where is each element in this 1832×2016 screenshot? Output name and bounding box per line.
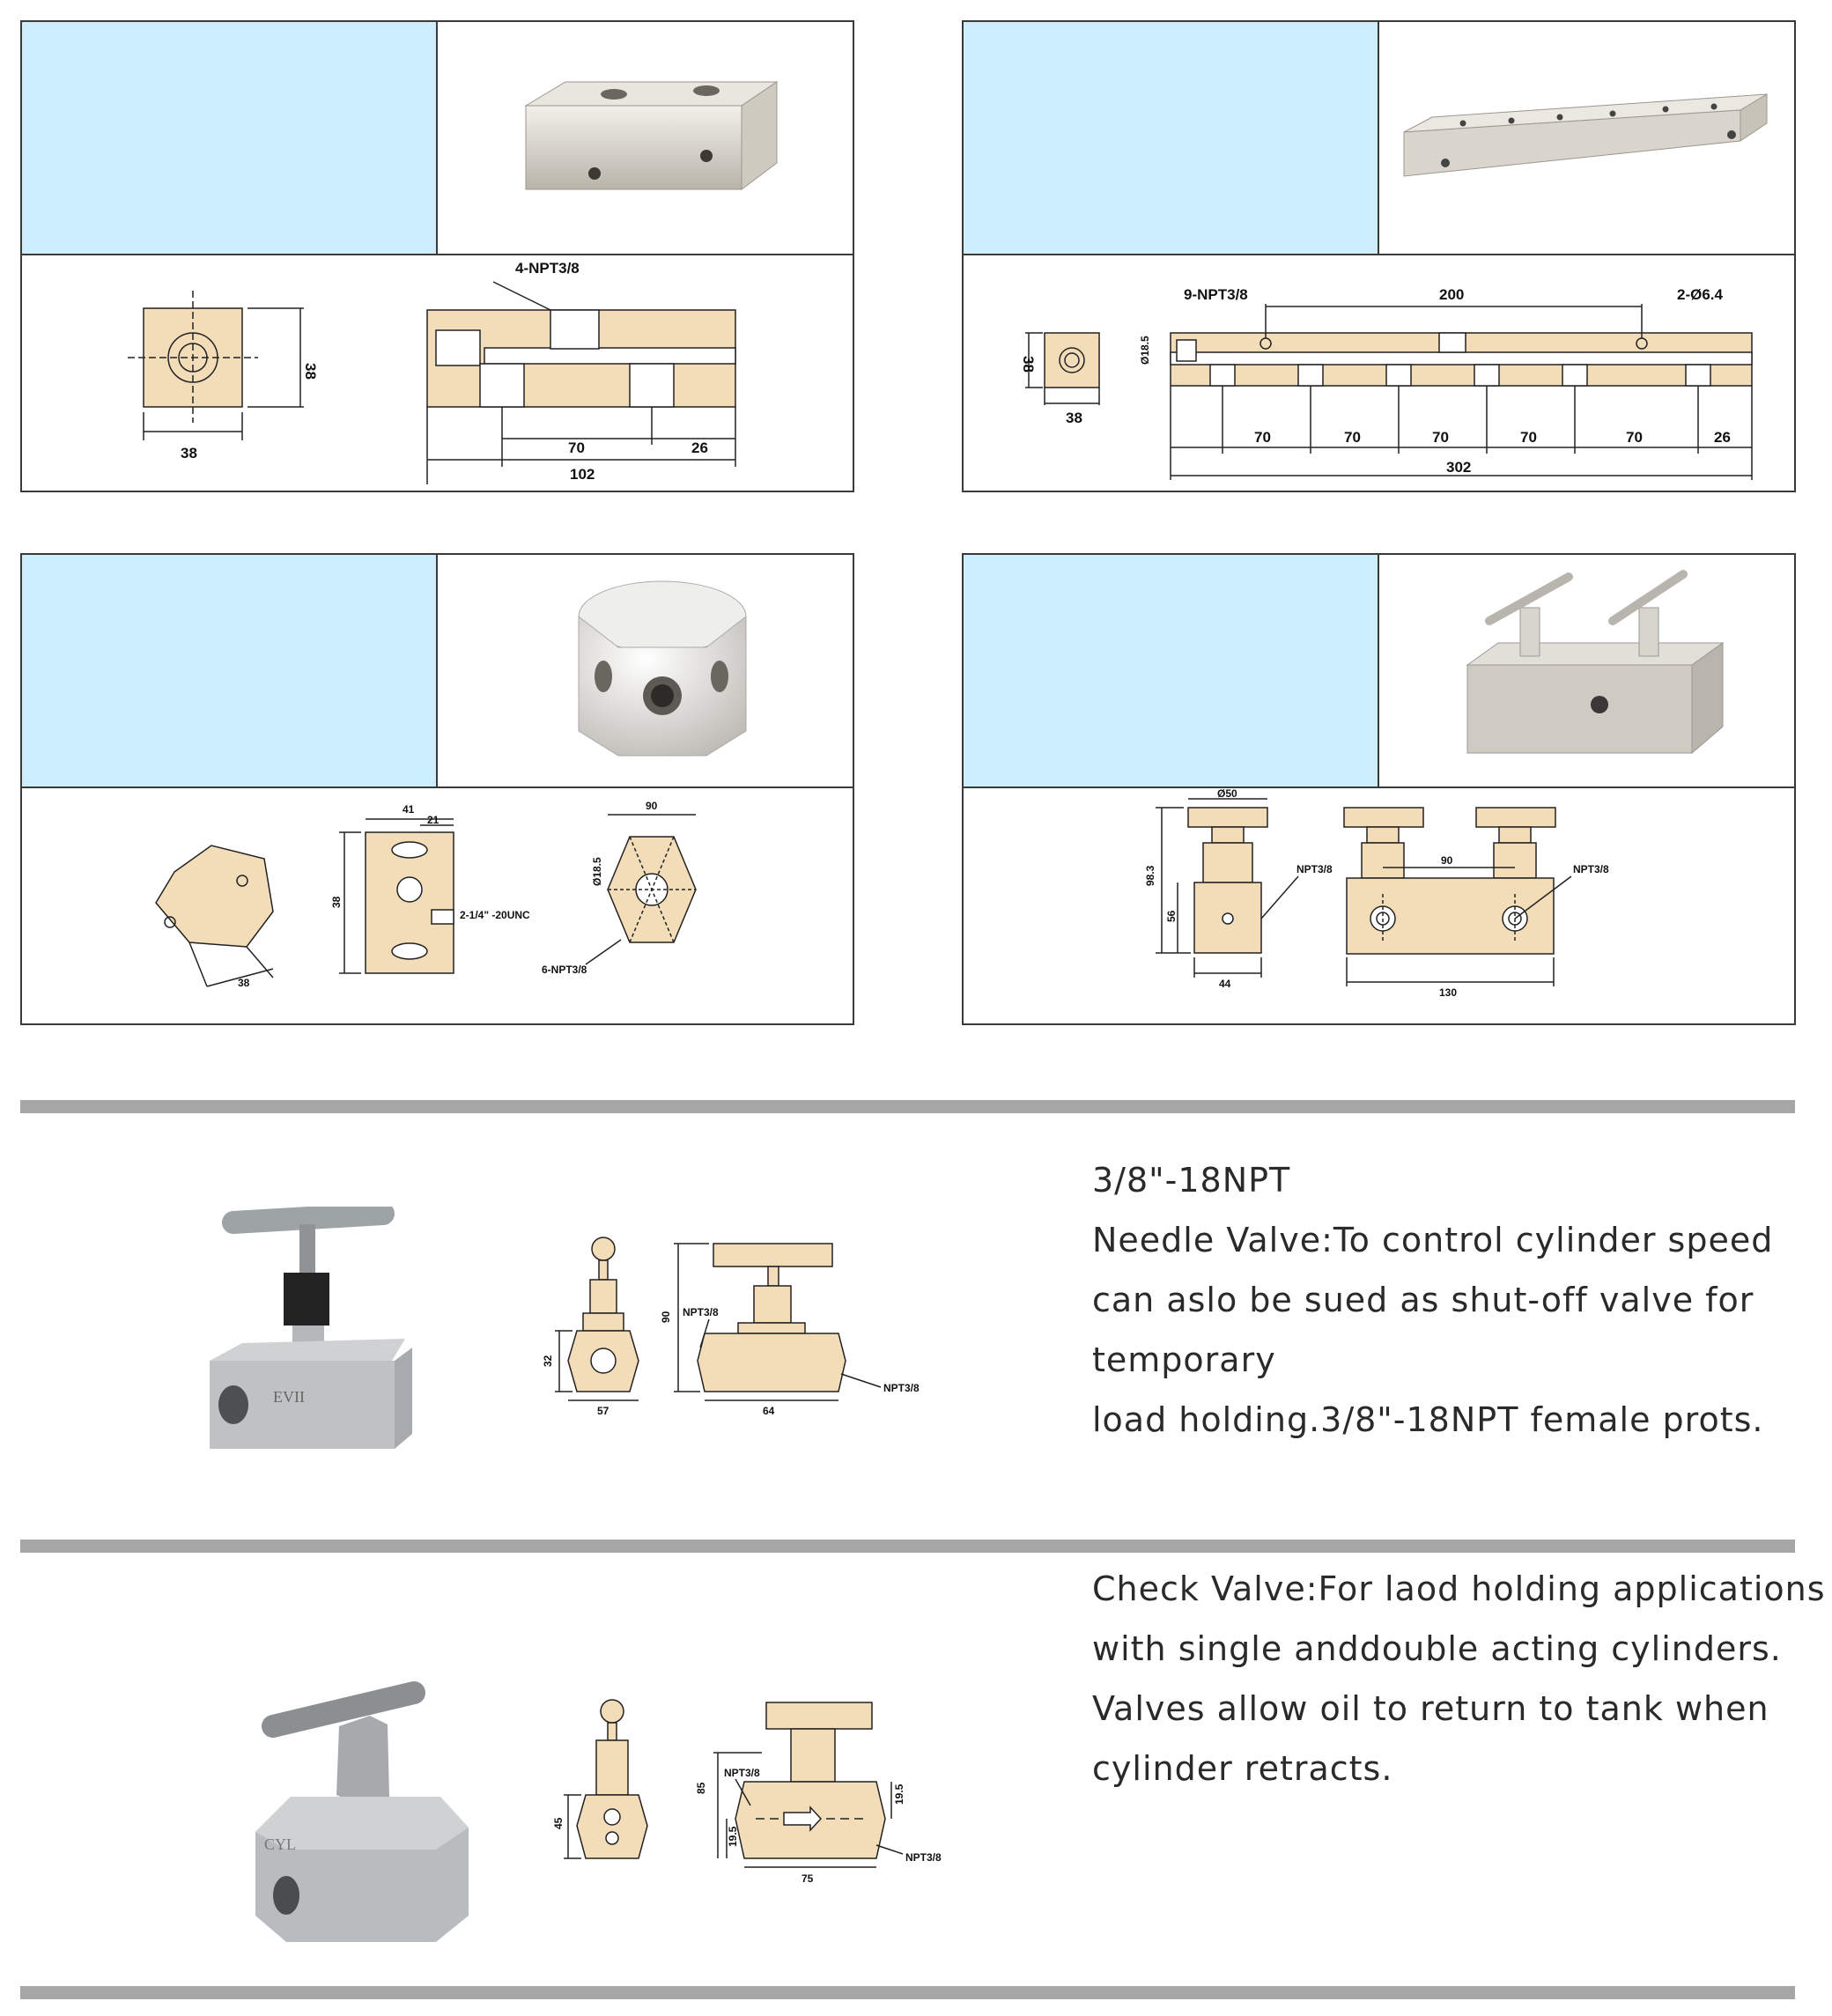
dim-pitch-1: 70 xyxy=(1254,429,1271,446)
dim-total: 85 xyxy=(695,1782,707,1794)
dim-dia-a: 19.5 xyxy=(893,1783,905,1805)
dim-side: 38 xyxy=(238,977,250,989)
dim-length: 102 xyxy=(570,466,595,483)
info-area xyxy=(964,22,1379,255)
dim-pitch-5: 70 xyxy=(1626,429,1643,446)
desc-line: Needle Valve:To control cylinder speed xyxy=(1092,1221,1774,1259)
dim-port-in: NPT3/8 xyxy=(724,1767,760,1779)
dim-width: 38 xyxy=(181,445,197,462)
technical-drawing-hex-manifold: 41 21 2-1/4" -20UNC 38 90 Ø18.5 6-NPT3/8… xyxy=(22,788,853,1023)
dim-hex-width: 90 xyxy=(646,800,658,812)
desc-line: load holding.3/8"-18NPT female prots. xyxy=(1092,1400,1764,1439)
dim-width-21: 21 xyxy=(427,814,440,826)
product-panel-block-manifold: 38 38 4-NPT3/8 70 26 102 xyxy=(20,20,854,492)
dim-height: 98.3 xyxy=(1144,865,1156,886)
check-valve-description: Check Valve:For laod holding application… xyxy=(1092,1559,1832,1798)
dim-length: 302 xyxy=(1446,459,1471,476)
dim-spacing: 90 xyxy=(1441,854,1453,867)
dim-pitch-4: 70 xyxy=(1520,429,1537,446)
dim-port-label: 4-NPT3/8 xyxy=(515,260,580,277)
dim-right-port: NPT3/8 xyxy=(1573,863,1609,875)
needle-valve-description: 3/8"-18NPT Needle Valve:To control cylin… xyxy=(1092,1150,1832,1450)
bar-manifold-image xyxy=(1403,93,1768,177)
desc-line: 3/8"-18NPT xyxy=(1092,1161,1291,1200)
technical-drawing-dual-valve-manifold: Ø50 98.3 56 44 NPT3/8 NPT3/8 90 130 xyxy=(964,788,1794,1023)
info-area xyxy=(964,555,1379,788)
product-panel-dual-valve-manifold: Ø50 98.3 56 44 NPT3/8 NPT3/8 90 130 xyxy=(962,553,1796,1025)
desc-line: can aslo be sued as shut-off valve for xyxy=(1092,1281,1754,1319)
info-area xyxy=(22,22,438,255)
section-divider xyxy=(20,1540,1795,1553)
product-photo-bar-manifold xyxy=(1379,22,1794,255)
product-panel-bar-manifold: 9-NPT3/8 200 2-Ø6.4 Ø18.5 38 38 70 70 70… xyxy=(962,20,1796,492)
dim-length: 64 xyxy=(763,1405,775,1417)
dim-width: 38 xyxy=(1066,410,1082,426)
product-section-needle-valve: EVII 32 57 90 NPT3/8 NPT3/8 xyxy=(0,1119,1832,1532)
dim-h: 45 xyxy=(552,1817,565,1829)
dim-height: 38 xyxy=(302,363,319,380)
dim-dia-b: 19.5 xyxy=(727,1826,739,1847)
dim-pitch-2: 70 xyxy=(1344,429,1361,446)
product-panel-hex-manifold: 41 21 2-1/4" -20UNC 38 90 Ø18.5 6-NPT3/8… xyxy=(20,553,854,1025)
product-photo-hex-manifold xyxy=(438,555,853,788)
dim-dia: Ø18.5 xyxy=(591,857,603,886)
dim-port-out: NPT3/8 xyxy=(883,1382,920,1394)
dim-unc: 2-1/4" -20UNC xyxy=(460,909,530,921)
dim-height: 90 xyxy=(660,1311,672,1323)
dim-width: 44 xyxy=(1219,978,1231,990)
section-divider xyxy=(20,1986,1795,1999)
dim-port-label: 6-NPT3/8 xyxy=(542,964,587,976)
section-divider xyxy=(20,1100,1795,1113)
dual-valve-manifold-image xyxy=(1466,570,1725,755)
dim-left-port: NPT3/8 xyxy=(1296,863,1333,875)
needle-valve-image: EVII xyxy=(210,1207,412,1449)
dim-width-41: 41 xyxy=(403,803,415,816)
hex-manifold-image xyxy=(578,580,747,757)
desc-line: with single anddouble acting cylinders. xyxy=(1092,1629,1782,1668)
dim-port-in: NPT3/8 xyxy=(683,1306,719,1318)
dim-dia: Ø18.5 xyxy=(1139,336,1151,365)
valve-body-mark: EVII xyxy=(273,1388,305,1406)
dim-length: 75 xyxy=(802,1872,814,1885)
product-photo-dual-valve-manifold xyxy=(1379,555,1794,788)
dim-pitch-3: 70 xyxy=(1432,429,1449,446)
dim-port-out: NPT3/8 xyxy=(905,1851,942,1864)
dim-mount: 2-Ø6.4 xyxy=(1677,286,1724,303)
check-valve-drawing: 45 85 NPT3/8 NPT3/8 19.5 19.5 75 xyxy=(552,1699,942,1885)
desc-line: cylinder retracts. xyxy=(1092,1749,1393,1788)
dim-length: 130 xyxy=(1439,986,1457,999)
valve-body-mark: CYL xyxy=(264,1835,296,1853)
dim-port-label: 9-NPT3/8 xyxy=(1184,286,1248,303)
dim-end: 26 xyxy=(691,439,708,456)
check-valve-image: CYL xyxy=(255,1681,469,1942)
dim-h: 32 xyxy=(542,1355,554,1367)
technical-drawing-bar-manifold: 9-NPT3/8 200 2-Ø6.4 Ø18.5 38 38 70 70 70… xyxy=(964,255,1794,491)
dim-span: 200 xyxy=(1439,286,1464,303)
dim-height: 38 xyxy=(1020,356,1037,373)
needle-valve-drawing: 32 57 90 NPT3/8 NPT3/8 64 xyxy=(542,1237,920,1417)
info-area xyxy=(22,555,438,788)
desc-line: Check Valve:For laod holding application… xyxy=(1092,1569,1826,1608)
desc-line: temporary xyxy=(1092,1340,1276,1379)
product-photo-block-manifold xyxy=(438,22,853,255)
dim-base: 56 xyxy=(1165,910,1178,922)
technical-drawing-block-manifold: 38 38 4-NPT3/8 70 26 102 xyxy=(22,255,853,491)
desc-line: Valves allow oil to return to tank when xyxy=(1092,1689,1769,1728)
product-section-check-valve: CYL 45 85 NPT3/8 NPT3/8 19.5 xyxy=(0,1559,1832,1999)
dim-end: 26 xyxy=(1714,429,1731,446)
dim-w: 57 xyxy=(597,1405,609,1417)
dim-knob: Ø50 xyxy=(1217,788,1237,800)
block-manifold-image xyxy=(524,81,779,190)
dim-pitch: 70 xyxy=(568,439,585,456)
dim-height: 38 xyxy=(330,896,343,908)
